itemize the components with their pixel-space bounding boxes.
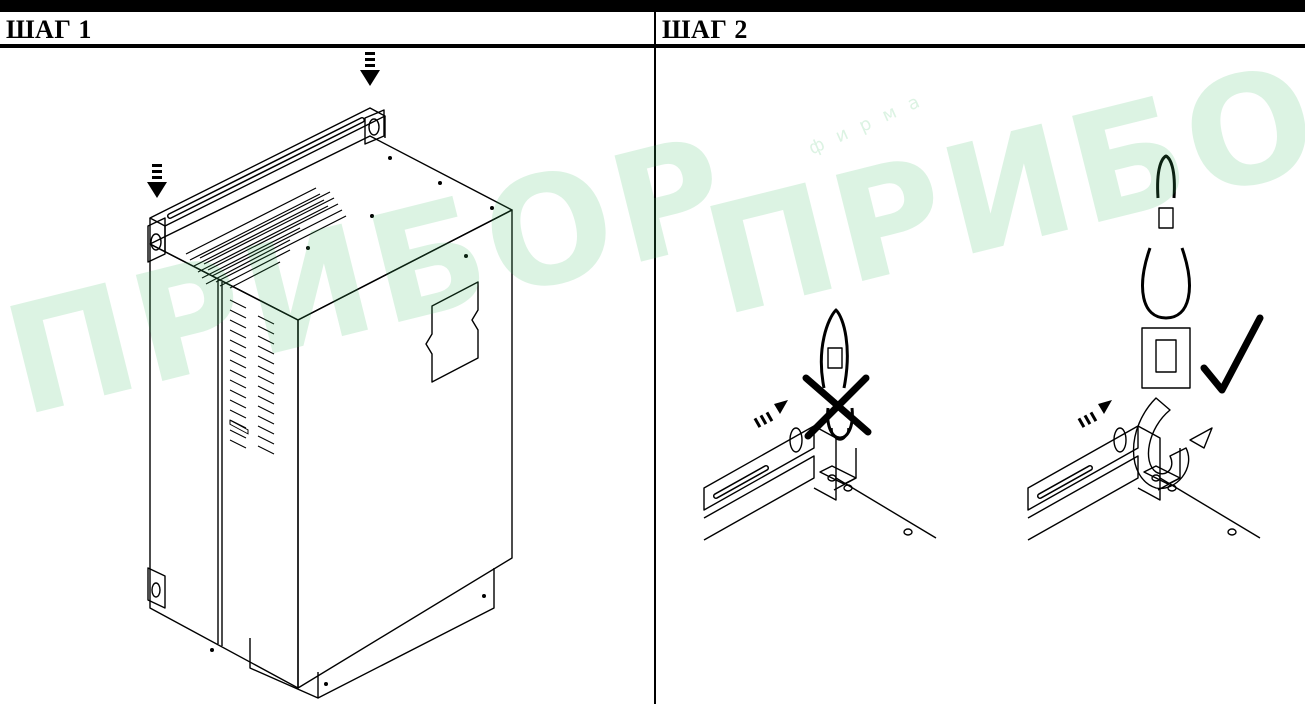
down-arrow-icon [360,52,380,86]
step-2-title: ШАГ 2 [662,15,748,44]
lifting-hooks-drawing [703,154,1264,541]
down-arrow-icon [147,164,167,198]
step-1-header: ШАГ 1 [0,14,654,48]
right-arrow-icon [1077,400,1112,428]
right-arrow-icon [753,400,788,428]
top-rule [0,0,1305,12]
step-1-illustration [0,48,654,704]
step-1-title: ШАГ 1 [6,15,92,44]
cabinet-drawing [147,52,513,699]
column-divider [654,12,656,704]
step-2-header: ШАГ 2 [656,14,1305,48]
step-2-illustration [656,48,1305,704]
